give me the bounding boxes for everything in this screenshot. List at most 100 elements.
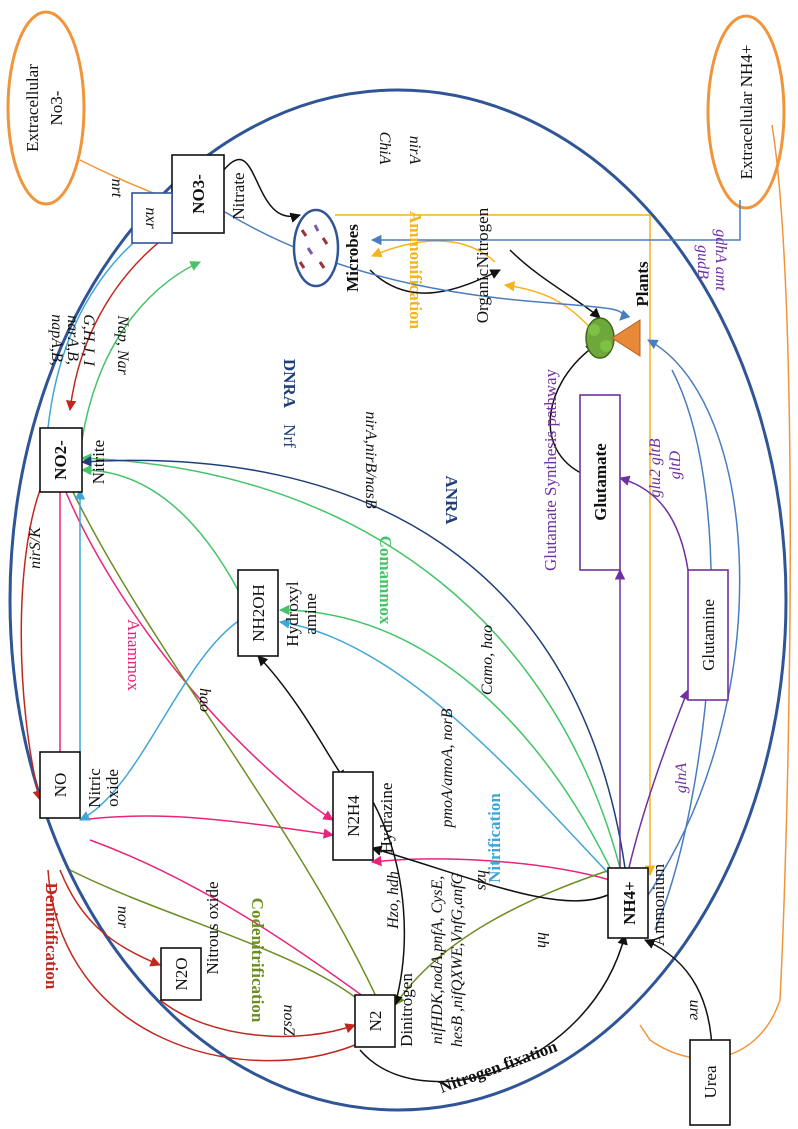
denitrification-no-n2-arrow <box>47 869 356 1062</box>
hzs-gene: hzs <box>474 870 491 890</box>
denitrification-no3-no2-arrow <box>65 231 173 412</box>
extracellular-nitrate-oval <box>6 10 86 206</box>
plants-label: Plants <box>633 261 652 307</box>
ammonification-arrow <box>335 214 656 877</box>
hydrazine-formula: N2H4 <box>344 795 363 837</box>
extracellular-no3-label: Extracellular <box>23 64 42 152</box>
ammonium-label: Ammonium <box>649 864 668 946</box>
nitric-oxide-formula: NO <box>51 773 70 798</box>
gltd-gene: gltD <box>667 450 684 479</box>
glutamate-plants-arrow <box>549 344 597 476</box>
gudb-gene: gudB <box>694 245 711 279</box>
ure-gene: ure <box>686 1000 703 1021</box>
nap-nar-gene-2: narA,B, <box>64 315 81 365</box>
pathway-codenitrification: Codenitrification <box>248 898 267 1023</box>
nitric-oxide-box <box>39 751 81 819</box>
denitrification-n2o-n2-arrow <box>159 999 356 1038</box>
pathway-denitrification: Denitrification <box>42 883 61 990</box>
comammox-nh2oh-no2-arrow <box>80 464 239 591</box>
glu2-gltb-gene: glu2 gltB <box>647 438 664 497</box>
ammonium-box <box>607 867 649 939</box>
glutamine-box <box>687 569 729 701</box>
nap-nar-gene-3: G,H,J, I <box>80 314 97 366</box>
anammox-no-hydrazine-arrow <box>79 815 335 839</box>
nitrous-oxide-formula: N2O <box>172 957 191 990</box>
extracellular-nh4-label: Extracellular NH4+ <box>737 45 756 180</box>
organic-nitrogen-label-2: Nitrogen <box>473 207 492 268</box>
microbes-organic-n-arrow <box>369 269 501 294</box>
nitric-oxide-label-1: Nitric <box>85 768 104 808</box>
nitrous-oxide-label: Nitrous oxide <box>203 881 222 974</box>
glna-gene: glnA <box>673 763 690 793</box>
nosz-gene: nosZ <box>280 1004 297 1036</box>
comammox-ammonium-no2-arrow <box>80 453 621 869</box>
chia-gene: ChiA <box>376 132 393 165</box>
nif-gene-1: nifHDK,nodA,pnfA, CysE, <box>429 876 446 1044</box>
nitric-oxide-label-2: oxide <box>103 769 122 807</box>
ammonium-formula: NH4+ <box>620 881 639 925</box>
nh2oh-hydrazine-arrow <box>257 655 346 781</box>
dnra-ammonium-no2-arrow <box>80 456 626 869</box>
gdha-amt-gene: gdhA amt <box>712 229 729 291</box>
glutamine-label: Glutamine <box>699 599 718 671</box>
denitrification-no-n2o-arrow <box>59 869 161 967</box>
nitrogen-fixation-arrow <box>359 933 628 1083</box>
comammox-no2-no3-arrow <box>81 261 201 441</box>
nitrate-formula: NO3- <box>189 174 208 214</box>
microbes-oval <box>292 208 340 288</box>
plants-organic-n-arrow <box>503 281 601 341</box>
urea-box <box>689 1039 731 1126</box>
extracellular-no3-formula: No3- <box>47 90 66 125</box>
pathway-comammox: Comammox <box>376 536 395 625</box>
dinitrogen-box <box>354 994 396 1048</box>
nitrite-box <box>39 427 83 493</box>
nira-nirb-nasb-gene: nirA,nirB/nasB <box>362 411 379 509</box>
nira-gene: nirA <box>406 136 423 165</box>
hydrazine-n2-arrow <box>371 799 406 1007</box>
glna-ammonium-glutamine-arrow <box>627 689 690 873</box>
dinitrogen-formula: N2 <box>366 1011 385 1032</box>
codenitrification-no2-n2-arrow <box>71 489 381 1006</box>
nitrite-label: Nitrite <box>89 440 108 484</box>
ammonium-hydrazine-hh-arrow <box>370 845 609 902</box>
glutamate-label: Glutamate <box>591 443 610 521</box>
nap-nar-gene-1: napA,B, <box>48 314 65 366</box>
hydroxylamine-formula: NH2OH <box>249 584 268 642</box>
nrf-gene: Nrf <box>280 424 299 448</box>
hzo-hdh-gene: Hzo, hdh <box>385 871 402 930</box>
pathway-dnra: DNRA <box>280 359 299 409</box>
cell-boundary <box>8 88 788 1112</box>
nitrate-microbes-arrow <box>219 158 302 223</box>
nif-gene-2: hesB ,nifQXWE,VnfG,anfG <box>449 872 466 1047</box>
anammox-ammonium-hydrazine-arrow <box>370 855 611 881</box>
nxr-box <box>131 192 173 244</box>
microbes-label: Microbes <box>343 224 362 292</box>
codenitrification-ammonium-n2-arrow <box>394 869 611 1006</box>
microbe-dashes-icon <box>298 224 329 269</box>
ammonium-plants-arrow <box>647 339 741 896</box>
hao-gene: hao <box>196 688 213 712</box>
nor-gene: nor <box>114 906 131 929</box>
dinitrogen-label: Dinitrogen <box>397 973 416 1047</box>
nitrous-oxide-box <box>160 947 202 1001</box>
camo-hao-gene: Camo, hao <box>479 625 496 695</box>
denitrification-no2-no-arrow <box>20 489 43 802</box>
plant-icon <box>585 317 641 359</box>
nitrate-box <box>171 154 225 234</box>
pathway-anammox: Anammox <box>124 619 143 691</box>
pmoa-amoa-norb-gene: pmoA/amoA, norB <box>439 708 456 828</box>
anammox-no-n2-arrow <box>89 839 376 1006</box>
glutamine-glutamate-arrow <box>618 475 689 571</box>
hh-gene: hh <box>534 932 551 948</box>
organic-n-microbes-arrow <box>371 240 496 263</box>
urea-label: Urea <box>701 1065 720 1098</box>
codenitrification-no-n2-arrow <box>69 869 366 1006</box>
nitrification-ammonium-nh2oh-arrow <box>278 618 611 876</box>
nitrification-hao-nh2oh-no-arrow <box>79 619 241 821</box>
comammox-ammonium-nh2oh-arrow <box>278 604 616 879</box>
nxr-gene: nxr <box>142 207 159 229</box>
nitrate-label: Nitrate <box>229 172 248 219</box>
organic-n-plants-arrow <box>509 249 601 319</box>
hydrazine-box <box>332 771 374 861</box>
